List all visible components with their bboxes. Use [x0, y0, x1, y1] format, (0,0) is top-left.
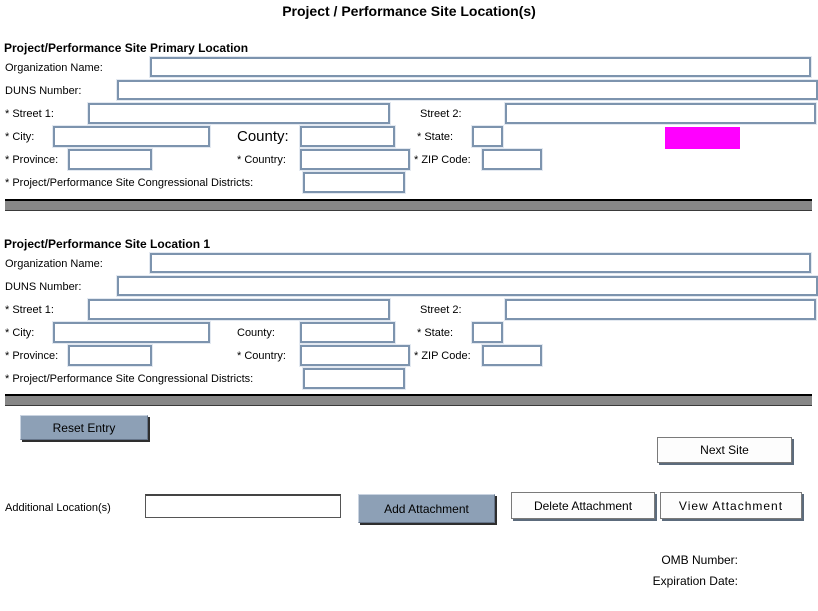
zip-code-label: * ZIP Code:	[414, 350, 471, 362]
street1-input-primary[interactable]	[88, 103, 390, 124]
county-label: County:	[237, 327, 275, 339]
expiration-date-label: Expiration Date:	[652, 574, 738, 588]
city-label: * City:	[5, 327, 35, 339]
page-title: Project / Performance Site Location(s)	[282, 3, 536, 19]
zip-code-input-primary[interactable]	[482, 149, 542, 170]
organization-name-label: Organization Name:	[5, 258, 103, 270]
state-label: * State:	[417, 327, 454, 339]
county-input-1[interactable]	[300, 322, 395, 343]
province-input-1[interactable]	[68, 345, 152, 366]
state-label: * State:	[417, 131, 454, 143]
section-heading-primary: Project/Performance Site Primary Locatio…	[4, 41, 249, 55]
street1-input-1[interactable]	[88, 299, 390, 320]
county-input-primary[interactable]	[300, 126, 395, 147]
next-site-button[interactable]: Next Site	[657, 437, 792, 463]
zip-code-input-1[interactable]	[482, 345, 542, 366]
delete-attachment-button[interactable]: Delete Attachment	[511, 492, 655, 519]
city-label: * City:	[5, 131, 35, 143]
country-input-1[interactable]	[300, 345, 410, 366]
additional-locations-input[interactable]	[145, 494, 341, 518]
add-attachment-button[interactable]: Add Attachment	[358, 494, 495, 523]
duns-number-input-primary[interactable]	[117, 80, 818, 100]
country-input-primary[interactable]	[300, 149, 410, 170]
congressional-districts-label: * Project/Performance Site Congressional…	[5, 177, 254, 189]
city-input-1[interactable]	[53, 322, 210, 343]
omb-number-label: OMB Number:	[661, 553, 738, 567]
section-heading-location-1: Project/Performance Site Location 1	[4, 237, 211, 251]
section-divider-bar	[5, 394, 812, 406]
street1-label: * Street 1:	[5, 304, 54, 316]
view-attachment-button[interactable]: View Attachment	[660, 492, 802, 519]
street1-label: * Street 1:	[5, 108, 54, 120]
duns-number-label: DUNS Number:	[5, 281, 82, 293]
reset-entry-button[interactable]: Reset Entry	[20, 415, 148, 440]
province-input-primary[interactable]	[68, 149, 152, 170]
state-input-primary[interactable]	[472, 126, 503, 147]
street2-input-primary[interactable]	[505, 103, 816, 124]
duns-number-label: DUNS Number:	[5, 85, 82, 97]
state-input-1[interactable]	[472, 322, 503, 343]
province-label: * Province:	[5, 154, 59, 166]
organization-name-label: Organization Name:	[5, 62, 103, 74]
city-input-primary[interactable]	[53, 126, 210, 147]
organization-name-input-primary[interactable]	[150, 57, 811, 77]
congressional-districts-label: * Project/Performance Site Congressional…	[5, 373, 254, 385]
country-label: * Country:	[237, 350, 286, 362]
duns-number-input-1[interactable]	[117, 276, 818, 296]
section-divider-bar	[5, 199, 812, 211]
country-label: * Country:	[237, 154, 286, 166]
county-label: County:	[237, 128, 289, 145]
street2-label: Street 2:	[420, 108, 462, 120]
congressional-districts-input-1[interactable]	[303, 368, 405, 389]
congressional-districts-input-primary[interactable]	[303, 172, 405, 193]
zip-code-label: * ZIP Code:	[414, 154, 471, 166]
organization-name-input-1[interactable]	[150, 253, 811, 273]
additional-locations-label: Additional Location(s)	[5, 502, 111, 514]
highlight-box	[665, 127, 740, 149]
street2-input-1[interactable]	[505, 299, 816, 320]
province-label: * Province:	[5, 350, 59, 362]
street2-label: Street 2:	[420, 304, 462, 316]
